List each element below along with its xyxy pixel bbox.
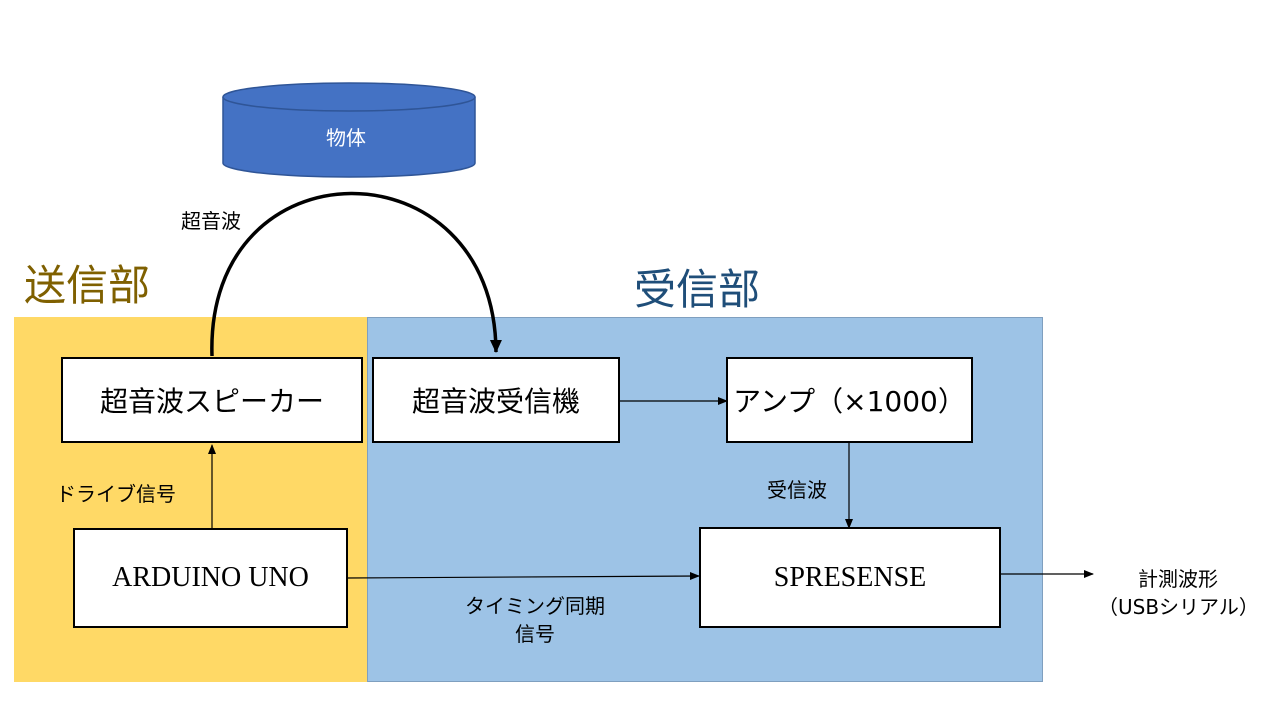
amplifier-block: アンプ（×1000） bbox=[726, 357, 973, 443]
timing-sync-label-line1: タイミング同期 bbox=[465, 594, 605, 618]
ultrasonic-speaker-block: 超音波スピーカー bbox=[61, 357, 363, 443]
timing-sync-arrow bbox=[346, 572, 700, 581]
ultrasonic-receiver-block: 超音波受信機 bbox=[372, 357, 620, 443]
timing-sync-label: タイミング同期 信号 bbox=[430, 592, 640, 648]
transmitter-title: 送信部 bbox=[24, 261, 151, 310]
arduino-uno-block: ARDUINO UNO bbox=[73, 528, 348, 628]
ultrasound-label: 超音波 bbox=[181, 209, 241, 233]
output-label: 計測波形 （USBシリアル） bbox=[1098, 565, 1259, 621]
object-label: 物体 bbox=[326, 126, 366, 150]
spresense-block: SPRESENSE bbox=[699, 527, 1001, 628]
ultrasound-arc bbox=[210, 191, 502, 357]
timing-sync-label-line2: 信号 bbox=[515, 622, 555, 646]
object-cylinder bbox=[222, 82, 476, 178]
received-wave-label: 受信波 bbox=[767, 478, 827, 502]
receiver-title: 受信部 bbox=[634, 265, 761, 314]
drive-signal-label: ドライブ信号 bbox=[56, 482, 176, 506]
output-label-line1: 計測波形 bbox=[1138, 567, 1218, 591]
output-label-line2: （USBシリアル） bbox=[1098, 595, 1259, 619]
